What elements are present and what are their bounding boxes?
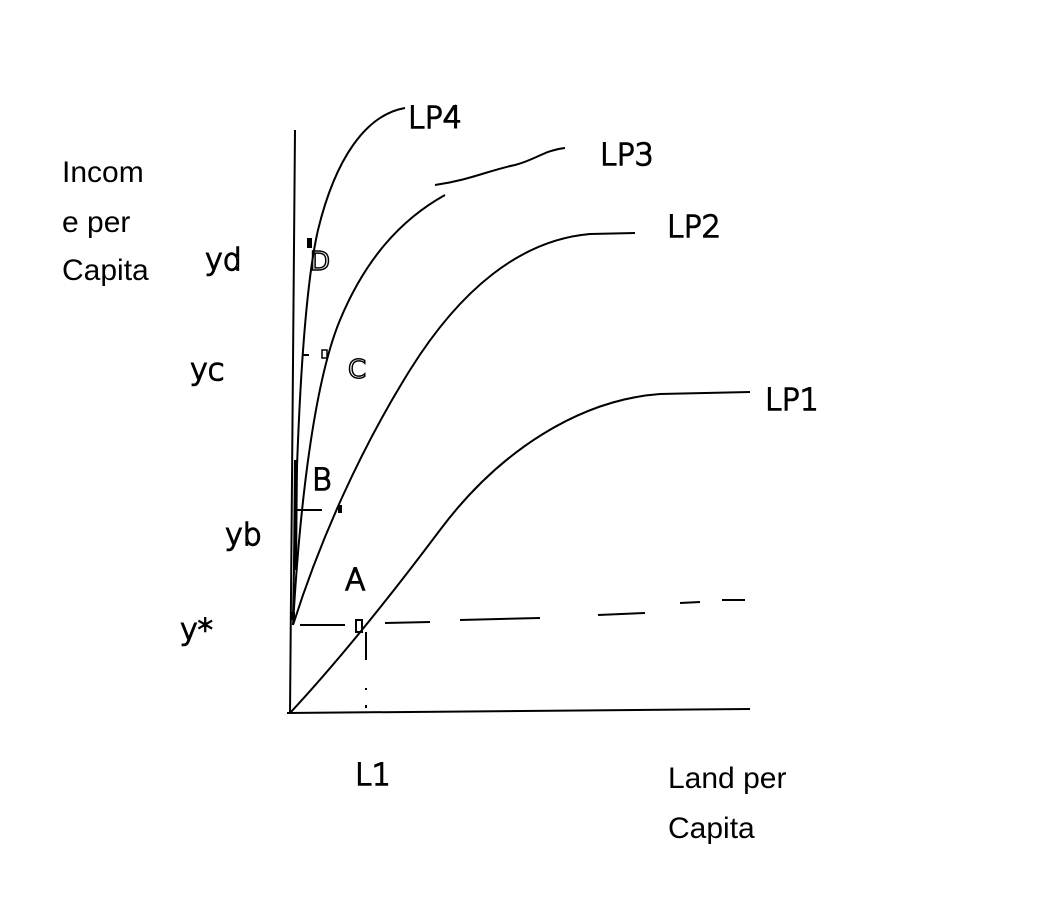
curve-lp1 <box>289 391 751 714</box>
point-d-marker <box>307 238 312 248</box>
curve-lp4 <box>292 107 406 621</box>
curve-lp3-tail <box>434 147 566 186</box>
point-c-marker <box>321 349 328 359</box>
y-axis-title-line-1: Incom <box>62 156 144 189</box>
point-b-marker <box>338 505 342 513</box>
label-l1: L1 <box>355 758 391 793</box>
label-point-a: A <box>345 563 366 598</box>
y-axis-title-line-3: Capita <box>62 254 149 287</box>
x-axis <box>286 708 751 714</box>
x-axis-title-line-1: Land per <box>668 762 786 795</box>
dashed-line-y-star <box>300 599 745 626</box>
point-y-star-marker <box>290 612 295 620</box>
label-point-d: D <box>310 247 330 277</box>
curve-lp3 <box>292 194 446 626</box>
y-axis <box>289 129 296 714</box>
label-lp1: LP1 <box>765 383 819 418</box>
label-lp4: LP4 <box>408 101 462 136</box>
label-point-c: C <box>348 355 366 385</box>
point-a-marker <box>355 619 363 633</box>
y-axis-title-line-2: e per <box>62 206 130 239</box>
label-point-b: B <box>312 463 332 498</box>
curve-lp2 <box>292 232 636 626</box>
label-lp3: LP3 <box>600 138 654 173</box>
x-axis-title-line-2: Capita <box>668 812 755 845</box>
label-yc: yc <box>190 353 224 388</box>
label-yb: yb <box>225 518 262 553</box>
label-lp2: LP2 <box>667 210 721 245</box>
label-y-star: y* <box>180 613 213 648</box>
label-yd: yd <box>205 243 242 278</box>
